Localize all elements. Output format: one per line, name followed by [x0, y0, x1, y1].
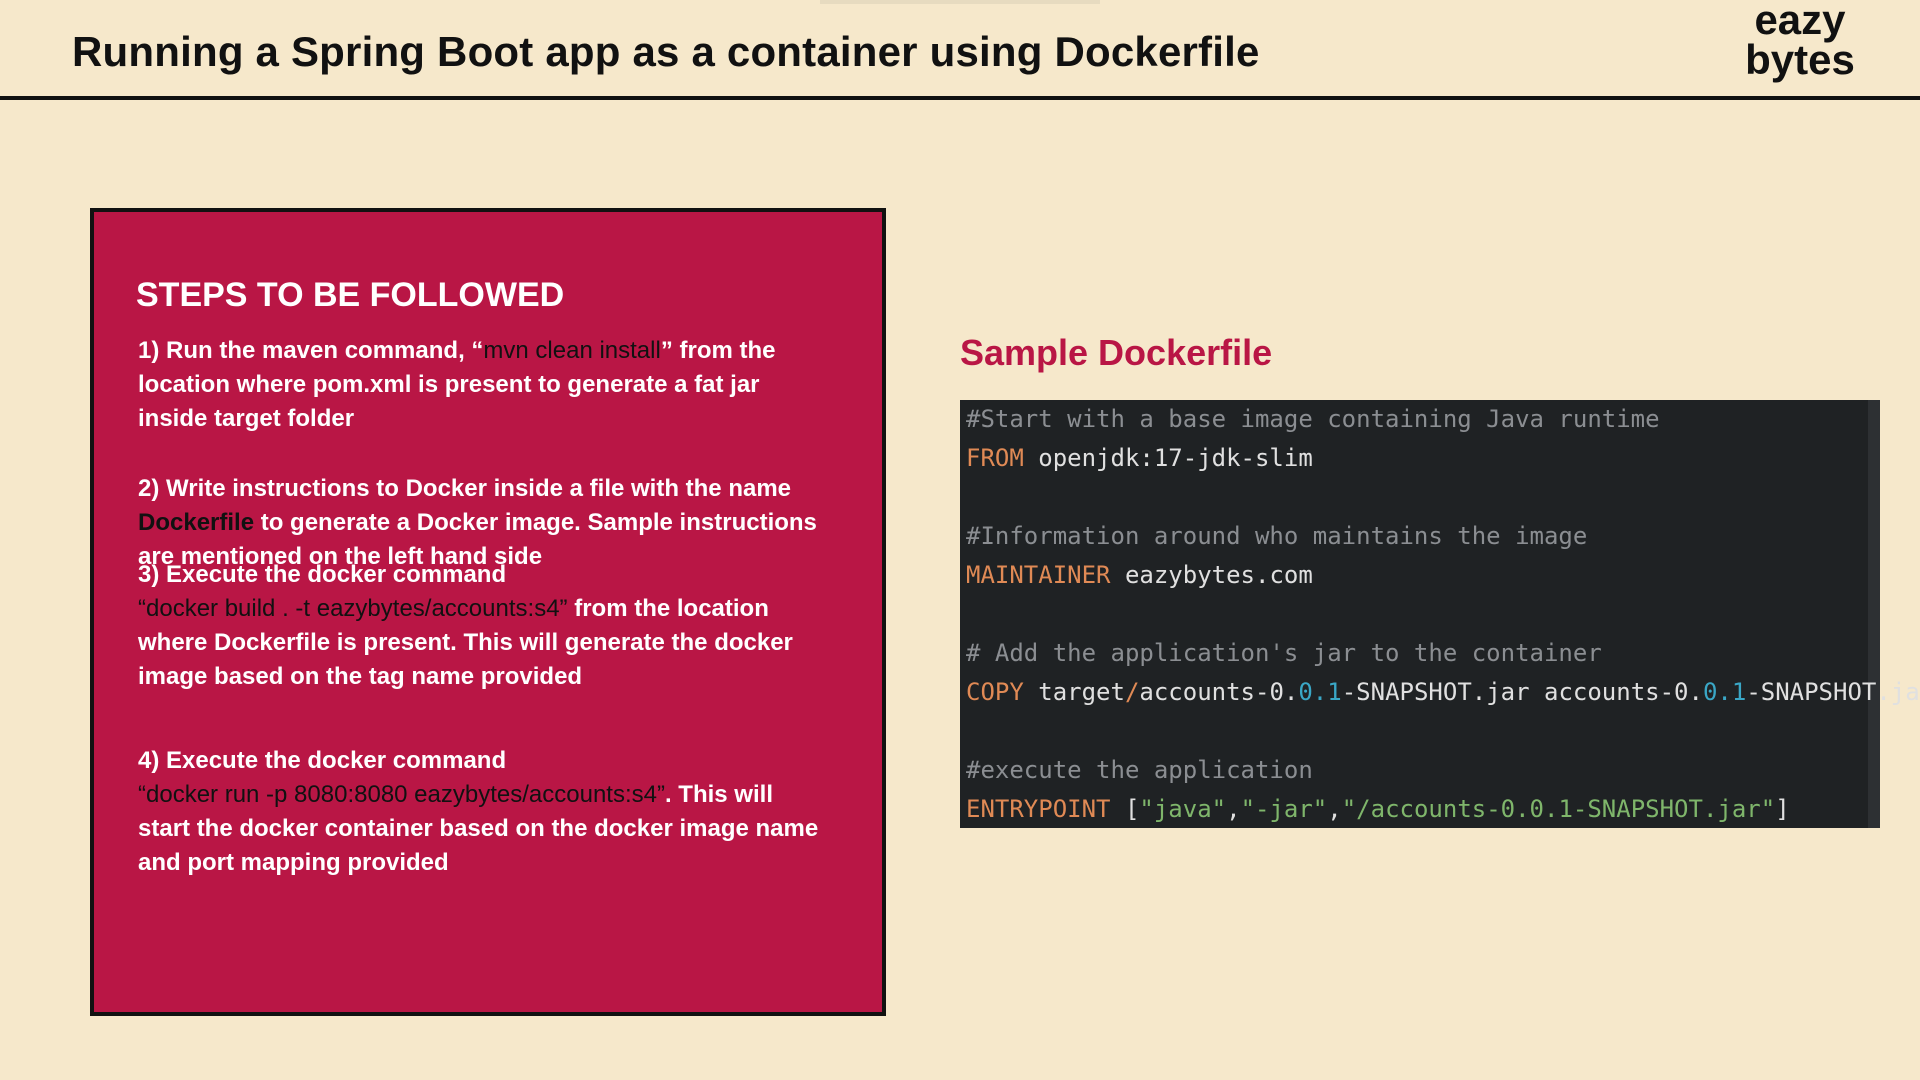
page-title: Running a Spring Boot app as a container… [72, 28, 1260, 75]
code-comment-4: #execute the application [966, 756, 1313, 784]
code-copy-slash: / [1124, 678, 1140, 706]
code-entrypoint-keyword: ENTRYPOINT [966, 795, 1111, 823]
code-copy-part-3: -SNAPSHOT.jar accounts-0. [1341, 678, 1703, 706]
step-1-line-2: location where pom.xml is present to gen… [138, 371, 760, 398]
slide-header: Running a Spring Boot app as a container… [0, 0, 1920, 100]
code-line-copy: COPY target/accounts-0.0.1-SNAPSHOT.jar … [966, 673, 1920, 712]
step-1-line-3: inside target folder [138, 405, 355, 432]
code-entrypoint-string-1: "java" [1139, 795, 1227, 823]
step-2-line-2-rest: to generate a Docker image. Sample instr… [254, 509, 817, 536]
step-4-line-1: 4) Execute the docker command [138, 747, 507, 774]
step-2: 2) Write instructions to Docker inside a… [138, 472, 858, 574]
code-maintainer-keyword: MAINTAINER [966, 561, 1111, 589]
code-line-maintainer: MAINTAINER eazybytes.com [966, 556, 1868, 595]
code-comment-1: #Start with a base image containing Java… [966, 405, 1660, 433]
code-copy-number-2: 0.1 [1702, 678, 1747, 706]
code-copy-part-4: -SNAPSHOT.jar [1746, 678, 1920, 706]
code-copy-number-1: 0.1 [1298, 678, 1342, 706]
step-4-line-4: and port mapping provided [138, 849, 449, 876]
step-3-line-3: where Dockerfile is present. This will g… [138, 629, 793, 656]
step-3-command: “docker build . -t eazybytes/accounts:s4… [138, 595, 568, 622]
code-copy-part-2: accounts-0. [1139, 678, 1299, 706]
step-4-line-2-rest: . This will [664, 781, 773, 808]
step-4-line-2: “docker run -p 8080:8080 eazybytes/accou… [138, 778, 858, 812]
code-blank-line [966, 595, 1868, 634]
code-comment-2: #Information around who maintains the im… [966, 522, 1588, 550]
steps-panel: STEPS TO BE FOLLOWED 1) Run the maven co… [90, 208, 886, 1016]
step-1-suffix: ” from the [660, 337, 776, 364]
code-copy-part-1: target [1023, 678, 1125, 706]
code-entrypoint-comma-1: , [1226, 795, 1241, 823]
code-blank-line [966, 712, 1868, 751]
step-2-keyword: Dockerfile [138, 509, 255, 536]
step-4: 4) Execute the docker command “docker ru… [138, 744, 858, 880]
code-entrypoint-string-3: "/accounts-0.0.1-SNAPSHOT.jar" [1341, 795, 1776, 823]
step-3-line-2: “docker build . -t eazybytes/accounts:s4… [138, 592, 858, 626]
steps-heading: STEPS TO BE FOLLOWED [136, 276, 565, 314]
logo-line-1: eazy [1754, 0, 1846, 43]
step-2-line-1: 2) Write instructions to Docker inside a… [138, 475, 792, 502]
sample-dockerfile-heading: Sample Dockerfile [960, 332, 1273, 373]
code-from-value: openjdk:17-jdk-slim [1023, 444, 1313, 472]
step-1-line-1: 1) Run the maven command, “mvn clean ins… [138, 334, 858, 368]
code-blank-line [966, 478, 1868, 517]
step-1: 1) Run the maven command, “mvn clean ins… [138, 334, 858, 436]
code-entrypoint-open: [ [1110, 795, 1140, 823]
step-4-line-3: start the docker container based on the … [138, 815, 819, 842]
code-from-keyword: FROM [966, 444, 1024, 472]
code-copy-keyword: COPY [966, 678, 1024, 706]
step-1-prefix: 1) Run the maven command, “ [138, 337, 484, 364]
code-entrypoint-comma-2: , [1327, 795, 1342, 823]
step-3: 3) Execute the docker command “docker bu… [138, 558, 858, 694]
code-line-from: FROM openjdk:17-jdk-slim [966, 439, 1868, 478]
step-2-line-2: Dockerfile to generate a Docker image. S… [138, 506, 858, 540]
step-3-line-4: image based on the tag name provided [138, 663, 583, 690]
code-comment-3: # Add the application's jar to the conta… [966, 639, 1602, 667]
code-maintainer-value: eazybytes.com [1110, 561, 1313, 589]
logo-line-2: bytes [1745, 36, 1855, 83]
eazybytes-logo: eazy bytes [1720, 0, 1880, 83]
step-3-line-1: 3) Execute the docker command [138, 561, 507, 588]
step-2-line-3: are mentioned on the left hand side [138, 543, 543, 570]
code-entrypoint-string-2: "-jar" [1240, 795, 1328, 823]
step-4-command: “docker run -p 8080:8080 eazybytes/accou… [138, 781, 665, 808]
code-entrypoint-close: ] [1775, 795, 1790, 823]
top-decoration [820, 0, 1100, 4]
dockerfile-code-block: #Start with a base image containing Java… [960, 400, 1920, 829]
step-1-command: mvn clean install [483, 337, 661, 364]
code-line-entrypoint: ENTRYPOINT ["java","-jar","/accounts-0.0… [966, 790, 1868, 829]
step-3-line-2-rest: from the location [567, 595, 769, 622]
